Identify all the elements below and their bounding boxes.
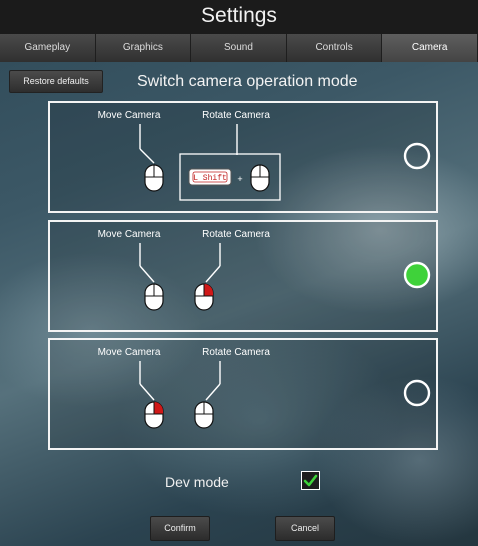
keyboard-key-icon: L Shift [188, 168, 232, 186]
window-title: Settings [201, 4, 277, 27]
tab-graphics[interactable]: Graphics [95, 34, 192, 62]
cancel-button[interactable]: Cancel [275, 516, 335, 541]
key-combo-box [179, 153, 281, 201]
mouse-icon [250, 164, 270, 192]
tab-controls[interactable]: Controls [286, 34, 383, 62]
tab-camera[interactable]: Camera [382, 34, 478, 62]
dev-mode-checkbox[interactable] [301, 471, 320, 490]
move-camera-label: Move Camera [98, 229, 161, 240]
mode-3-diagram: Move Camera Rotate Camera [98, 347, 431, 429]
section-title: Switch camera operation mode [137, 73, 358, 90]
rotate-camera-label: Rotate Camera [202, 110, 270, 121]
radio-icon[interactable] [403, 379, 431, 407]
mouse-icon [144, 401, 164, 429]
radio-icon[interactable] [403, 142, 431, 170]
rotate-camera-label: Rotate Camera [202, 229, 270, 240]
mode-1-diagram: Move Camera Rotate Camera L Shift + [98, 110, 431, 201]
camera-mode-option-2[interactable]: Move Camera Rotate Camera [48, 220, 438, 332]
camera-mode-option-1[interactable]: Move Camera Rotate Camera L Shift + [48, 101, 438, 213]
camera-mode-option-3[interactable]: Move Camera Rotate Camera [48, 338, 438, 450]
rotate-camera-label: Rotate Camera [202, 347, 270, 358]
mouse-icon [144, 164, 164, 192]
mouse-icon [194, 401, 214, 429]
restore-defaults-button[interactable]: Restore defaults [9, 70, 103, 93]
tab-gameplay[interactable]: Gameplay [0, 34, 96, 62]
confirm-button[interactable]: Confirm [150, 516, 210, 541]
move-camera-label: Move Camera [98, 347, 161, 358]
key-label: L Shift [193, 174, 227, 183]
mouse-icon [144, 283, 164, 311]
radio-icon[interactable] [403, 261, 431, 289]
tab-sound[interactable]: Sound [191, 34, 287, 62]
move-camera-label: Move Camera [98, 110, 161, 121]
mouse-icon [194, 283, 214, 311]
title-bar: Settings [0, 0, 478, 34]
tab-bar: Gameplay Graphics Sound Controls Camera [0, 34, 478, 62]
mode-2-diagram: Move Camera Rotate Camera [98, 229, 431, 311]
plus-sign: + [237, 174, 242, 184]
dev-mode-label: Dev mode [165, 474, 229, 490]
checkmark-icon [303, 474, 318, 487]
